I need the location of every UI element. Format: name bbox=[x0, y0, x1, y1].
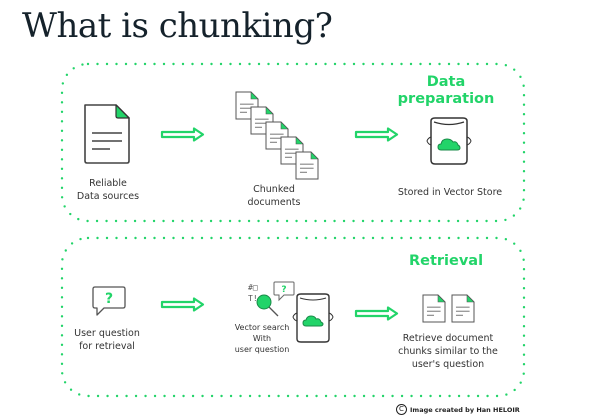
vector-store-icon bbox=[426, 117, 472, 165]
label-line: documents bbox=[247, 197, 301, 208]
search-symbols-bottom: T! bbox=[248, 294, 258, 303]
arrow-right-icon bbox=[354, 306, 399, 321]
document-page-icon bbox=[422, 294, 446, 323]
label-line: user's question bbox=[411, 359, 485, 370]
vector-search-icon: #□ T! ? bbox=[248, 281, 334, 343]
question-bubble-icon: ? bbox=[92, 286, 126, 316]
data-preparation-title: Data preparation bbox=[398, 74, 495, 108]
label-line: Stored in Vector Store bbox=[397, 187, 503, 198]
search-symbols-top: #□ bbox=[248, 283, 258, 292]
document-icon bbox=[84, 104, 130, 164]
label-line: User question bbox=[74, 328, 140, 339]
label-line: Data sources bbox=[76, 191, 140, 202]
arrow-right-icon bbox=[160, 297, 205, 312]
label-line: user question bbox=[234, 345, 290, 354]
question-mark-glyph: ? bbox=[105, 291, 113, 307]
reliable-data-sources-label: Reliable Data sources bbox=[77, 177, 139, 203]
copyright-icon: C bbox=[396, 404, 407, 415]
data-preparation-title-line1: Data bbox=[426, 74, 466, 90]
label-line: With bbox=[252, 334, 272, 343]
arrow-right-icon bbox=[354, 127, 399, 142]
label-line: Chunked bbox=[253, 184, 295, 195]
user-question-label: User question for retrieval bbox=[74, 327, 140, 353]
page-title: What is chunking? bbox=[22, 6, 333, 46]
stored-in-vector-store-label: Stored in Vector Store bbox=[398, 186, 502, 199]
retrieve-chunks-label: Retrieve document chunks similar to the … bbox=[398, 332, 498, 371]
label-line: Retrieve document bbox=[402, 333, 494, 344]
label-line: Vector search bbox=[234, 323, 290, 332]
document-page-icon bbox=[295, 151, 319, 180]
question-mark-glyph: ? bbox=[281, 285, 286, 295]
document-page-icon bbox=[451, 294, 475, 323]
vector-search-label: Vector search With user question bbox=[235, 322, 290, 355]
arrow-right-icon bbox=[160, 127, 205, 142]
retrieved-documents-icon bbox=[422, 294, 475, 323]
retrieval-title: Retrieval bbox=[409, 253, 483, 270]
data-preparation-title-line2: preparation bbox=[397, 91, 495, 107]
chunked-documents-label: Chunked documents bbox=[248, 183, 301, 209]
label-line: Reliable bbox=[89, 178, 127, 189]
chunked-documents-icon bbox=[235, 91, 319, 180]
image-credit: C Image created by Han HELOIR bbox=[396, 404, 520, 415]
credit-text: Image created by Han HELOIR bbox=[410, 405, 520, 414]
retrieval-title-text: Retrieval bbox=[408, 253, 484, 269]
label-line: for retrieval bbox=[79, 341, 135, 352]
label-line: chunks similar to the bbox=[398, 346, 498, 357]
